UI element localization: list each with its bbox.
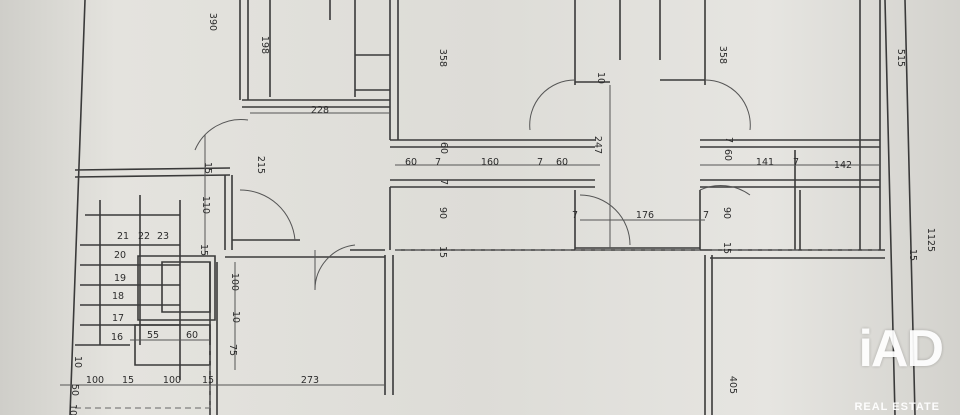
dimension-label: 10 (595, 72, 606, 84)
dimension-label: 10 (67, 404, 78, 415)
door-swings (194, 79, 751, 291)
dimension-label: 7 (537, 157, 543, 168)
dimension-label: 142 (834, 160, 852, 171)
dimension-label: 7 (435, 157, 441, 168)
dimension-label: 515 (895, 49, 906, 67)
dimension-label: 228 (311, 105, 329, 116)
dimension-label: 176 (636, 210, 654, 221)
dimension-label: 90 (721, 207, 732, 219)
dimension-label: 17 (112, 313, 124, 324)
dimension-label: 55 (147, 330, 159, 341)
dimension-label: 90 (437, 207, 448, 219)
dimension-label: 23 (157, 231, 169, 242)
dimension-label: 15 (202, 375, 214, 386)
dimension-label: 15 (437, 246, 448, 258)
dimension-label: 100 (229, 273, 240, 291)
dimension-label: 7 (703, 210, 709, 221)
dimension-label: 10 (72, 356, 83, 368)
dimension-label: 160 (481, 157, 499, 168)
dimension-label: 60 (722, 149, 733, 161)
dimension-label: 50 (69, 384, 80, 396)
dimension-label: 15 (202, 162, 213, 174)
logo-subtitle: REAL ESTATE (854, 401, 940, 413)
dimension-label: 75 (227, 344, 238, 356)
dimension-label: 22 (138, 231, 150, 242)
dimension-label: 358 (717, 46, 728, 64)
dimension-label: 198 (259, 36, 270, 54)
dimension-label: 15 (122, 375, 134, 386)
dimension-label: 18 (112, 291, 124, 302)
iad-logo: iAD (858, 320, 944, 378)
dimension-label: 273 (301, 375, 319, 386)
walls (69, 0, 916, 415)
dimension-label: 60 (438, 142, 449, 154)
dimension-label: 7 (723, 137, 734, 143)
dimension-label: 247 (592, 136, 603, 154)
dimension-label: 19 (114, 273, 126, 284)
dimension-label: 60 (405, 157, 417, 168)
dimension-label: 215 (255, 156, 266, 174)
dimension-label: 7 (793, 157, 799, 168)
dimension-label: 141 (756, 157, 774, 168)
dimension-label: 7 (438, 179, 449, 185)
dimension-labels: 390 198 358 358 515 228 215 60 60 7 160 7 60 247 10 7 90… (67, 13, 936, 415)
dimension-label: 405 (727, 376, 738, 394)
dimension-label: 10 (230, 311, 241, 323)
dimension-label: 7 (572, 210, 578, 221)
dimension-label: 60 (186, 330, 198, 341)
dimension-label: 100 (86, 375, 104, 386)
dimension-label: 15 (198, 244, 209, 256)
dimension-label: 15 (721, 242, 732, 254)
dimension-label: 1125 (925, 228, 936, 252)
dimension-label: 16 (111, 332, 123, 343)
dimension-label: 60 (556, 157, 568, 168)
dimension-label: 110 (200, 196, 211, 214)
dimension-label: 100 (163, 375, 181, 386)
dimension-label: 358 (437, 49, 448, 67)
dimension-label: 21 (117, 231, 129, 242)
dimension-label: 15 (907, 249, 918, 261)
dimension-lines (60, 85, 880, 409)
dimension-label: 390 (207, 13, 218, 31)
dimension-label: 20 (114, 250, 126, 261)
